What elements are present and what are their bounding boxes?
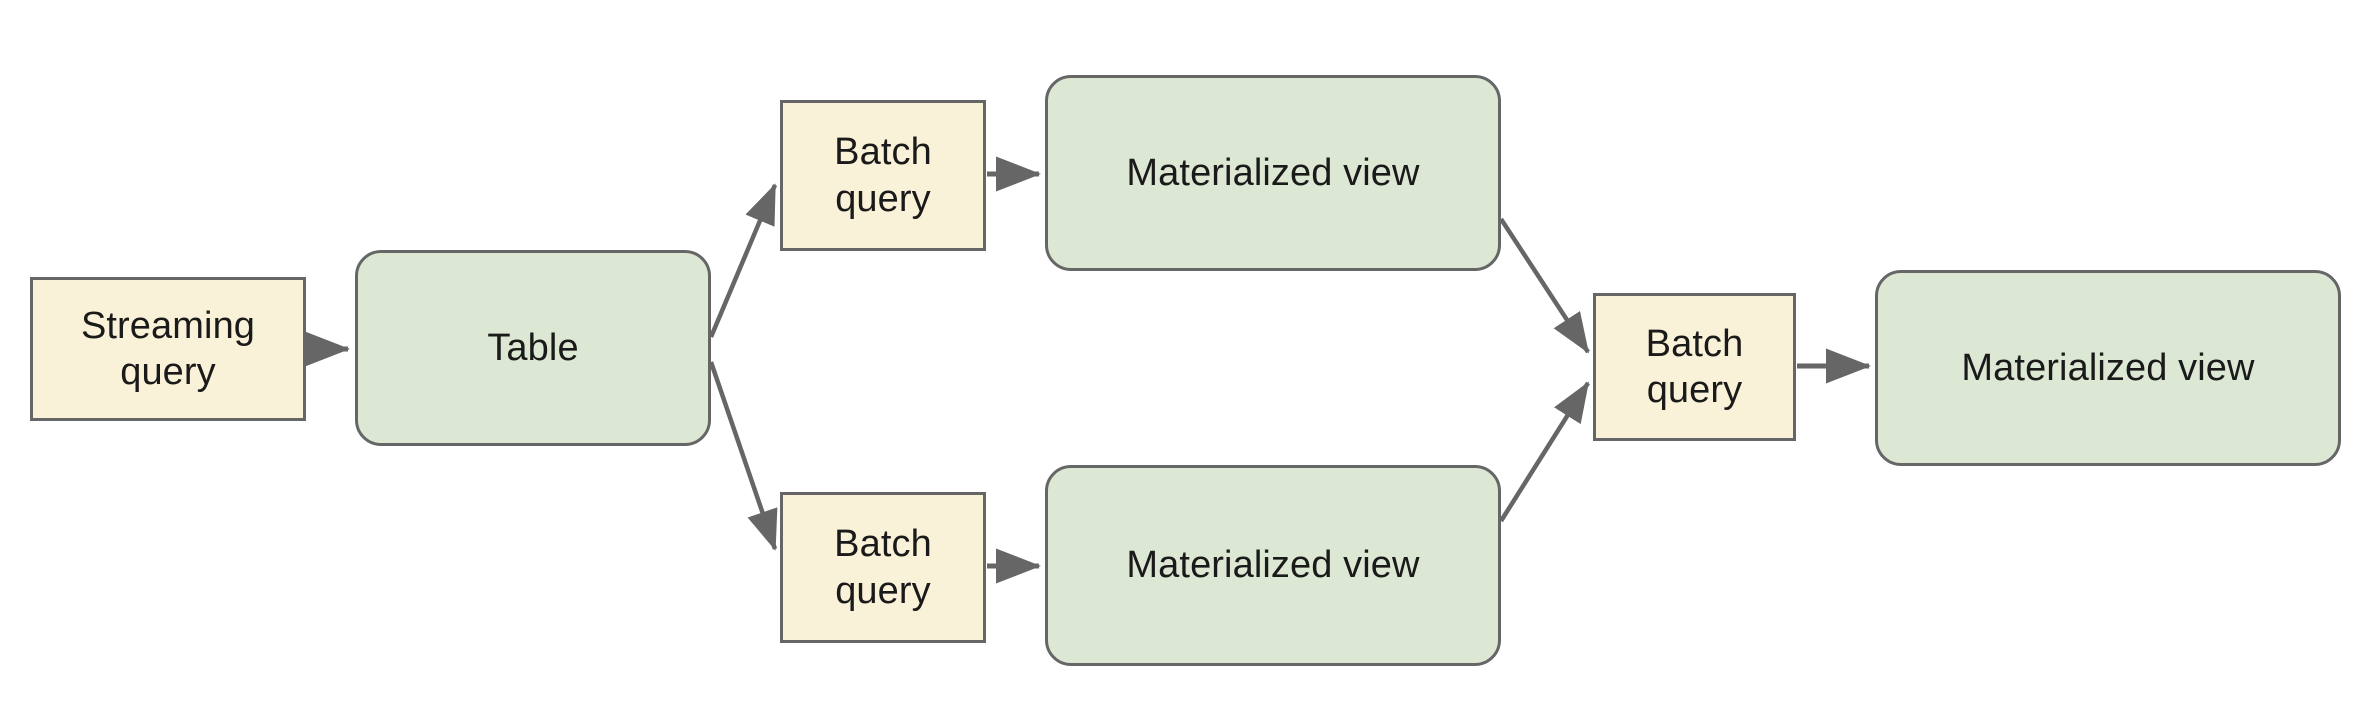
node-materialized-view-bottom[interactable]: Materialized view [1045, 465, 1501, 666]
node-batch-query-bottom[interactable]: Batch query [780, 492, 986, 643]
node-batch-query-bottom-label: Batch query [834, 523, 932, 612]
edge-mv-bottom-to-batch-query-right [1499, 381, 1590, 523]
node-table[interactable]: Table [355, 250, 711, 446]
node-streaming-query-label: Streaming query [80, 304, 256, 393]
node-batch-query-top-label: Batch query [834, 131, 932, 220]
node-batch-query-right[interactable]: Batch query [1593, 293, 1796, 441]
node-streaming-query[interactable]: Streaming query [30, 277, 306, 421]
edge-mv-top-to-batch-query-right [1499, 217, 1590, 354]
node-batch-query-right-label: Batch query [1645, 322, 1744, 411]
node-batch-query-top[interactable]: Batch query [780, 100, 986, 251]
node-materialized-view-top[interactable]: Materialized view [1045, 75, 1501, 271]
node-materialized-view-right-label: Materialized view [1961, 346, 2255, 389]
node-materialized-view-top-label: Materialized view [1126, 151, 1420, 194]
node-materialized-view-bottom-label: Materialized view [1126, 544, 1420, 587]
edge-table-to-batch-query-bottom [708, 361, 778, 551]
edge-table-to-batch-query-top [708, 183, 778, 338]
node-table-label: Table [487, 326, 579, 369]
node-materialized-view-right[interactable]: Materialized view [1875, 270, 2341, 466]
